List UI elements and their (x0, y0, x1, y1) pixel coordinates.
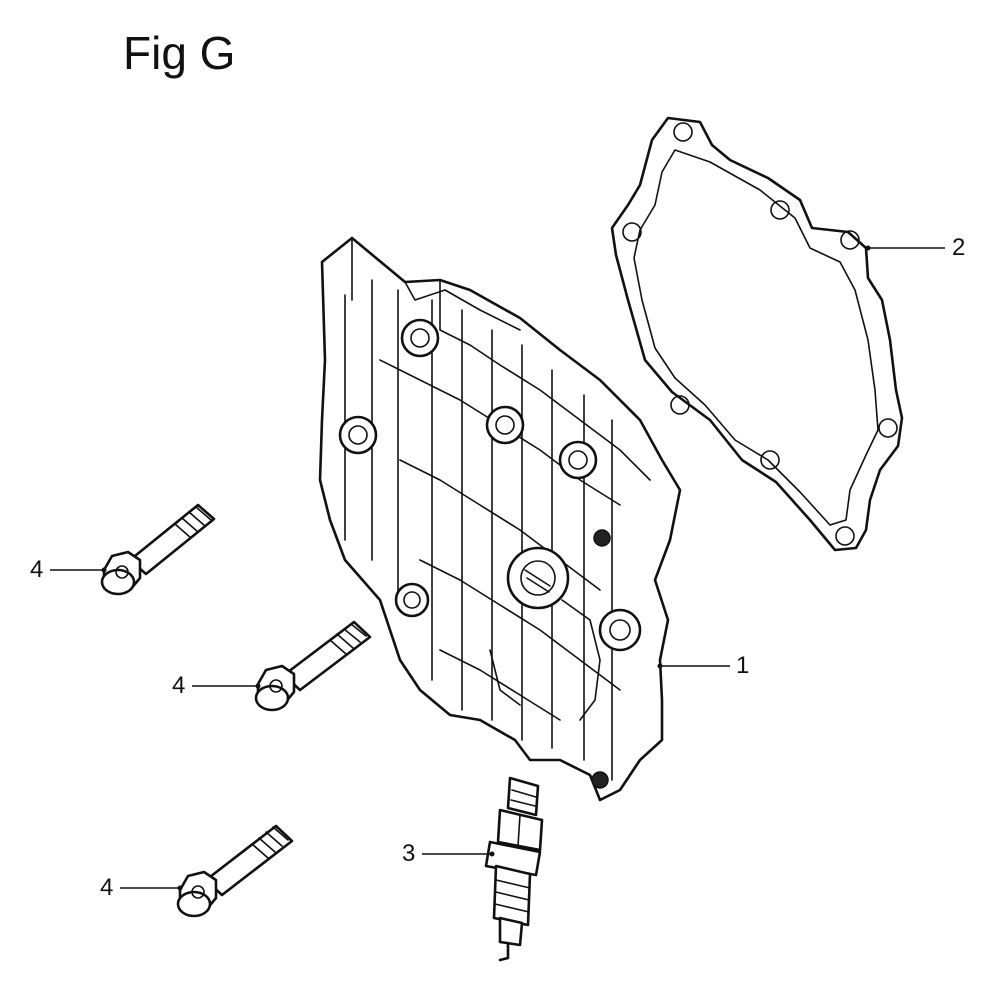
flange-bolt-upper (100, 503, 216, 596)
callout-flange-bolt-upper: 4 (30, 556, 44, 583)
spark-plug (484, 776, 544, 962)
flange-bolt-middle (254, 620, 372, 712)
leader-lines (50, 245, 945, 891)
callout-cylinder-head: 1 (736, 652, 750, 679)
flange-bolt-lower (176, 824, 294, 918)
callout-gasket: 2 (952, 234, 966, 261)
callout-flange-bolt-lower: 4 (100, 874, 114, 901)
callout-flange-bolt-middle: 4 (172, 672, 186, 699)
head-gasket (610, 116, 904, 552)
cylinder-head (318, 236, 682, 802)
callout-spark-plug: 3 (402, 840, 416, 867)
figure-title: Fig G (123, 27, 236, 79)
